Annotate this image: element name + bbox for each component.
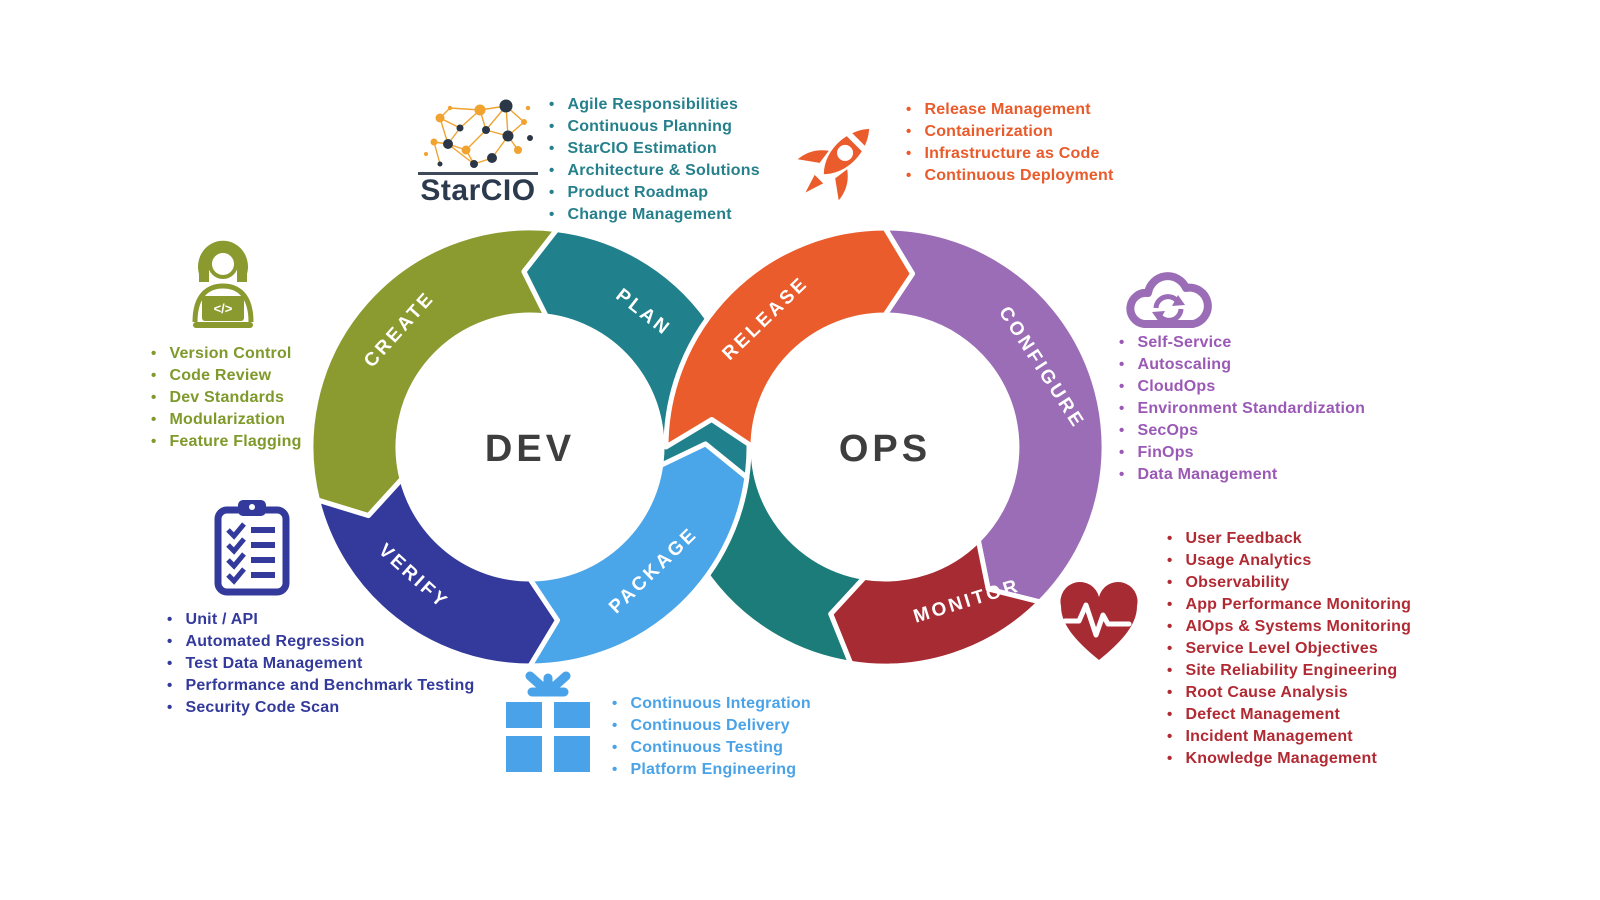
dev-label: DEV: [485, 428, 575, 470]
segment-monitor: [828, 537, 1043, 669]
release-list: Release ManagementContainerizationInfras…: [906, 99, 1114, 187]
bow: [525, 671, 571, 697]
list-item: Performance and Benchmark Testing: [167, 675, 475, 697]
list-item: Change Management: [549, 204, 760, 226]
list-item: Unit / API: [167, 609, 475, 631]
developer-icon: </>: [192, 240, 254, 328]
list-item: Continuous Testing: [612, 737, 811, 759]
list-item: Continuous Integration: [612, 693, 811, 715]
list-item: Observability: [1167, 572, 1411, 594]
list-item: Security Code Scan: [167, 697, 475, 719]
list-item: Feature Flagging: [151, 431, 302, 453]
list-item: Continuous Planning: [549, 116, 760, 138]
list-item: Continuous Deployment: [906, 165, 1114, 187]
list-item: Site Reliability Engineering: [1167, 660, 1411, 682]
create-list: Version ControlCode ReviewDev StandardsM…: [151, 343, 302, 453]
list-item: AIOps & Systems Monitoring: [1167, 616, 1411, 638]
segment-create: [308, 225, 560, 519]
list-item: Release Management: [906, 99, 1114, 121]
logo-wordmark: StarCIO: [420, 174, 535, 206]
list-item: StarCIO Estimation: [549, 138, 760, 160]
package-list: Continuous IntegrationContinuous Deliver…: [612, 693, 811, 781]
list-item: App Performance Monitoring: [1167, 594, 1411, 616]
list-item: Automated Regression: [167, 631, 475, 653]
check-rows: [226, 522, 246, 585]
list-item: Usage Analytics: [1167, 550, 1411, 572]
list-item: Self-Service: [1119, 332, 1365, 354]
segment-package: [527, 441, 750, 669]
list-item: Dev Standards: [151, 387, 302, 409]
list-item: Incident Management: [1167, 726, 1411, 748]
list-item: Code Review: [151, 365, 302, 387]
monitor-list: User FeedbackUsage AnalyticsObservabilit…: [1167, 528, 1411, 770]
list-item: Infrastructure as Code: [906, 143, 1114, 165]
verify-list: Unit / APIAutomated RegressionTest Data …: [167, 609, 475, 719]
gift-icon: [506, 671, 590, 772]
segment-configure: [882, 225, 1107, 605]
configure-list: Self-ServiceAutoscalingCloudOpsEnvironme…: [1119, 332, 1365, 486]
heart-pulse-icon: [1060, 581, 1138, 660]
list-item: CloudOps: [1119, 376, 1365, 398]
list-item: Platform Engineering: [612, 759, 811, 781]
code-glyph: </>: [214, 301, 233, 316]
list-item: Containerization: [906, 121, 1114, 143]
list-item: Agile Responsibilities: [549, 94, 760, 116]
clipboard-checklist-icon: [214, 500, 290, 596]
list-item: Defect Management: [1167, 704, 1411, 726]
list-item: Product Roadmap: [549, 182, 760, 204]
cloud-sync-icon: [1126, 272, 1212, 328]
list-item: Root Cause Analysis: [1167, 682, 1411, 704]
list-item: Version Control: [151, 343, 302, 365]
segment-release: [663, 225, 915, 450]
ops-label: OPS: [839, 428, 931, 470]
list-item: Autoscaling: [1119, 354, 1365, 376]
starcio-logo: StarCIO: [418, 99, 538, 206]
box: [506, 702, 590, 772]
list-item: Service Level Objectives: [1167, 638, 1411, 660]
list-item: SecOps: [1119, 420, 1365, 442]
pulse-line: [1062, 602, 1132, 638]
network-nodes: [424, 99, 533, 168]
plan-list: Agile ResponsibilitiesContinuous Plannin…: [549, 94, 760, 226]
logo-rule: [418, 172, 538, 175]
list-item: Knowledge Management: [1167, 748, 1411, 770]
sync-arrows: [1152, 294, 1185, 323]
list-item: Modularization: [151, 409, 302, 431]
list-item: Data Management: [1119, 464, 1365, 486]
list-item: Test Data Management: [167, 653, 475, 675]
rocket-icon: [797, 128, 870, 201]
list-item: Continuous Delivery: [612, 715, 811, 737]
line-rows: [251, 527, 275, 578]
list-item: Environment Standardization: [1119, 398, 1365, 420]
list-item: Architecture & Solutions: [549, 160, 760, 182]
list-item: User Feedback: [1167, 528, 1411, 550]
list-item: FinOps: [1119, 442, 1365, 464]
